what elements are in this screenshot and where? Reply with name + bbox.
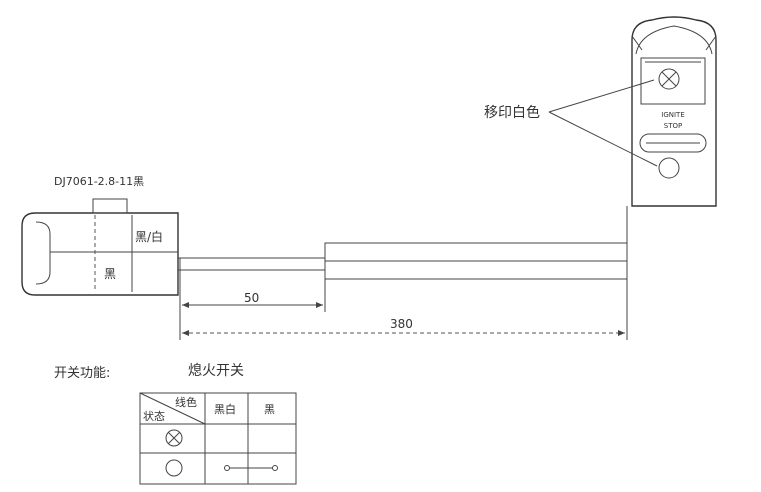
switch-head: IGNITE STOP 移印白色 bbox=[484, 16, 717, 207]
connection-dot-left bbox=[224, 465, 230, 471]
function-value: 熄火开关 bbox=[188, 362, 244, 379]
pin-bottom-color-label: 黑 bbox=[104, 267, 116, 281]
table-col1-header: 黑白 bbox=[214, 402, 236, 416]
table-col2-header: 黑 bbox=[264, 403, 275, 416]
leader-line-upper bbox=[548, 79, 655, 113]
function-label: 开关功能: bbox=[54, 366, 110, 381]
rocker-upper-window bbox=[640, 57, 706, 105]
dimensions: 50 380 bbox=[179, 258, 625, 340]
engraved-text-line2: STOP bbox=[664, 122, 682, 130]
wire-harness bbox=[178, 206, 628, 340]
marking-note: 移印白色 bbox=[484, 104, 540, 121]
engraved-text-line1: IGNITE bbox=[661, 111, 685, 119]
switch-top-notch bbox=[631, 35, 717, 51]
leader-line-lower bbox=[548, 111, 658, 167]
table-corner-diagonal bbox=[139, 392, 206, 425]
dim-label-50: 50 bbox=[244, 291, 259, 305]
connector: DJ7061-2.8-11黑 黑/白 黑 bbox=[21, 175, 179, 296]
connector-body bbox=[21, 212, 179, 296]
connector-model-label: DJ7061-2.8-11黑 bbox=[54, 175, 144, 188]
circle-icon bbox=[658, 157, 680, 179]
circle-x-icon bbox=[658, 68, 680, 90]
table-frame bbox=[139, 392, 297, 485]
switch-body bbox=[631, 16, 717, 207]
table-corner-top: 线色 bbox=[175, 395, 197, 409]
state-table: 线色 状态 黑白 黑 bbox=[139, 392, 297, 485]
circle-x-icon bbox=[165, 429, 183, 447]
connection-dot-right bbox=[272, 465, 278, 471]
circle-icon bbox=[165, 459, 183, 477]
connector-latch bbox=[35, 221, 51, 285]
switch-top-arc bbox=[635, 25, 713, 55]
connector-key bbox=[92, 198, 128, 214]
connection-indicator bbox=[224, 465, 278, 471]
dim-label-380: 380 bbox=[390, 317, 413, 331]
table-corner-bottom: 状态 bbox=[143, 409, 165, 423]
pin-top-color-label: 黑/白 bbox=[135, 229, 163, 244]
rocker-pivot-bar bbox=[639, 133, 707, 153]
